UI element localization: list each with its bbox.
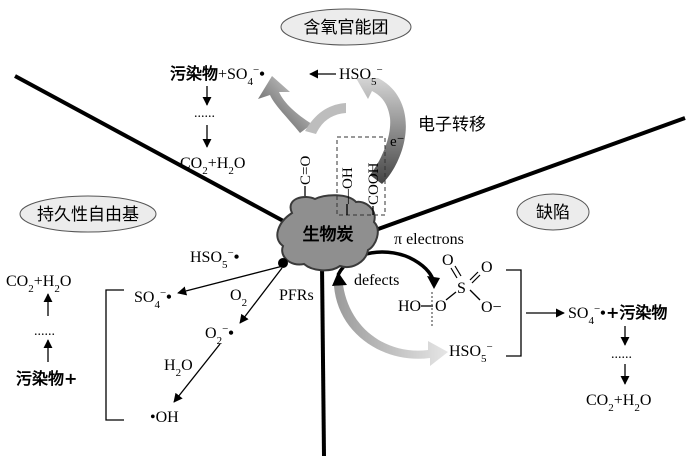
electron-transfer-label: 电子转移 (418, 115, 486, 135)
e-minus-label: e⁻ (390, 134, 405, 150)
top-co2-h2o: CO2+H2O (180, 155, 245, 177)
pfr-dot (278, 258, 288, 268)
pms-double-1b (454, 265, 462, 277)
left-arrow-so4 (177, 265, 284, 296)
arc-arrow-black-head (332, 272, 347, 286)
left-arrow-oh (173, 343, 221, 403)
right-bracket (506, 269, 522, 357)
pms-bond-o-s (445, 291, 457, 301)
oxygen-groups-label: 含氧官能团 (304, 18, 389, 38)
pms-s: S (457, 280, 466, 297)
left-h2o-sum-end: O (60, 273, 72, 290)
left-h2o-end: O (181, 357, 193, 374)
right-h2o-end: O (640, 392, 652, 409)
left-o2-radical-text: O2−• (205, 323, 234, 347)
left-hso5-base: HSO (190, 249, 222, 266)
left-arrow-o2-radical (239, 267, 283, 324)
right-so4-text: SO4−• (568, 303, 606, 327)
left-hso5-text: HSO5−• (190, 247, 239, 271)
right-hso5-text: HSO5− (449, 341, 493, 365)
arc-arrow-black-head-right (427, 276, 440, 289)
defects-ellipse (516, 193, 590, 231)
top-dots: ...... (194, 106, 215, 121)
left-pollutant-plus: 污染物+ (16, 369, 77, 388)
pms-double-1a (450, 267, 458, 279)
left-co2-h2o: CO2+H2O (6, 273, 71, 295)
biochar-shape (276, 194, 379, 272)
top-so4-base: +SO (218, 66, 247, 83)
functional-group-box (336, 136, 386, 216)
left-h2o-text: H2O (164, 357, 193, 379)
left-bracket (105, 289, 124, 421)
pms-double-2b (471, 274, 481, 284)
pms-ho: HO (398, 298, 421, 315)
pms-o-top2: O (481, 259, 493, 276)
arc-arrow-right (356, 78, 406, 184)
top-hso5-base: HSO (339, 66, 371, 83)
left-oh-radical: •OH (150, 409, 179, 426)
right-hso5-base: HSO (449, 343, 481, 360)
divider-upper-left (14, 74, 301, 232)
defects-zh-label: 缺陷 (536, 203, 570, 223)
right-co2-h2o: CO2+H2O (586, 392, 651, 414)
pfr-label: 持久性自由基 (37, 205, 139, 225)
biochar-label: 生物炭 (303, 224, 354, 245)
left-o2-base: O (230, 287, 242, 304)
divider-upper-right (369, 116, 686, 234)
co-group-label: C=O (298, 156, 314, 185)
left-dots: ...... (34, 324, 55, 339)
right-dots: ...... (611, 347, 632, 362)
left-co2-base: CO (6, 273, 28, 290)
arc-arrow-bottom-right (334, 285, 448, 366)
pms-o-left: O (435, 298, 447, 315)
divider-bottom (320, 264, 326, 457)
arc-connector-top (305, 103, 346, 134)
top-hso5-text: HSO5− (339, 64, 383, 88)
right-plus-pollutant: +污染物 (606, 303, 667, 322)
top-h2o-end: O (234, 155, 246, 172)
oxygen-groups-ellipse (280, 8, 412, 46)
right-h2o-base: +H (614, 392, 635, 409)
top-h2o-base: +H (208, 155, 229, 172)
pms-o-top1: O (442, 252, 454, 269)
defects-en-label: defects (354, 272, 399, 289)
top-so4-text: +SO4−• (218, 64, 265, 88)
pi-electrons-label: π electrons (394, 231, 464, 248)
pms-bond-s-o (469, 289, 481, 301)
left-h2o-sum: +H (34, 273, 55, 290)
left-o2-text: O2 (230, 287, 247, 309)
left-so4-base: SO (134, 289, 154, 306)
right-co2-base: CO (586, 392, 608, 409)
left-o2-radical-base: O (205, 325, 217, 342)
pms-double-2a (469, 271, 479, 281)
left-h2o-base: H (164, 357, 176, 374)
right-so4-base: SO (568, 305, 588, 322)
cooh-group-label: COOH (366, 162, 382, 205)
pms-o-minus: O− (481, 299, 502, 316)
oh-group-label: —OH (340, 167, 356, 205)
top-co2-base: CO (180, 155, 202, 172)
left-so4-text: SO4−• (134, 287, 172, 311)
top-pollutant: 污染物 (170, 64, 218, 83)
arc-arrow-left (258, 76, 312, 133)
pfr-ellipse (19, 195, 157, 233)
pfrs-label: PFRs (279, 287, 314, 304)
